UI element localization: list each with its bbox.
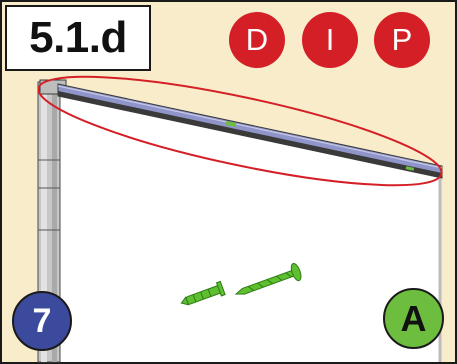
badge-p: P (374, 12, 430, 68)
wall-plug-icon (180, 280, 226, 306)
highlight-ellipse (37, 75, 443, 187)
badge-i: I (302, 12, 358, 68)
fixing-kit-badge: A (383, 288, 444, 349)
screw-icon (234, 263, 302, 295)
rail-icon (57, 83, 443, 179)
badge-d: D (229, 12, 285, 68)
quantity-badge: 7 (12, 291, 72, 351)
step-number-label: 5.1.d (5, 5, 151, 71)
